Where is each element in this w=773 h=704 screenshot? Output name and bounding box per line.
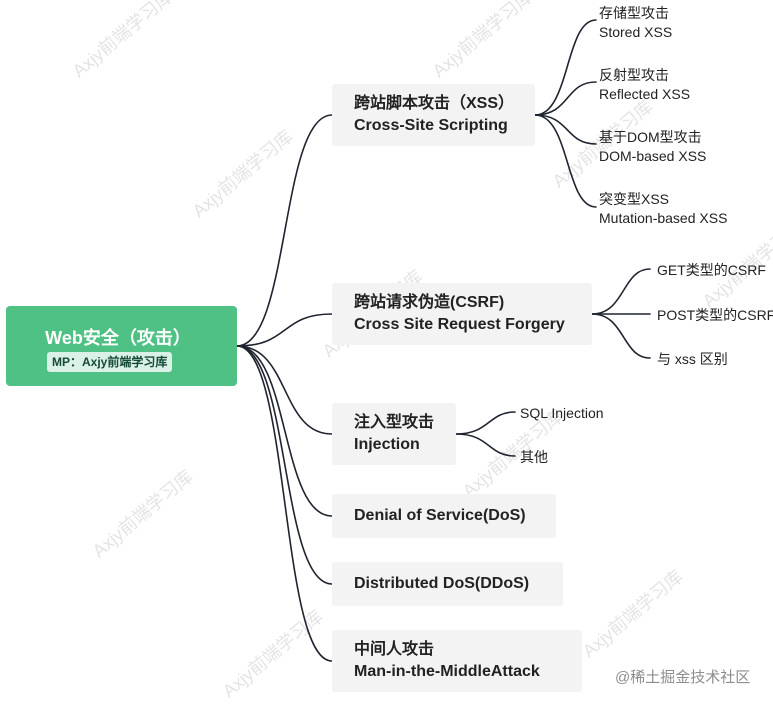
node-ddos-label: Distributed DoS(DDoS) <box>354 575 530 592</box>
connector-xss-stored <box>534 19 597 116</box>
connector-csrf-get <box>591 268 651 315</box>
connector-injection-sql <box>455 411 516 435</box>
connector-root-mitm <box>236 345 333 662</box>
leaf-csrf-vs-xss[interactable]: 与 xss 区别 <box>657 351 728 367</box>
leaf-stored-xss[interactable]: 存储型攻击 Stored XSS <box>599 4 672 42</box>
leaf-reflected-xss-en: Reflected XSS <box>599 86 691 102</box>
node-csrf-cn: 跨站请求伪造(CSRF) <box>354 294 505 311</box>
leaf-other-injection[interactable]: 其他 <box>520 449 548 465</box>
connector-injection-other <box>455 433 516 457</box>
connector-root-csrf <box>236 313 333 347</box>
connector-xss-dom <box>534 114 597 145</box>
leaf-dom-xss-en: DOM-based XSS <box>599 148 707 164</box>
footer-credit: @稀土掘金技术社区 <box>615 669 751 686</box>
node-injection-cn: 注入型攻击 <box>354 414 435 431</box>
node-xss-en: Cross-Site Scripting <box>354 117 508 134</box>
node-mitm-en: Man-in-the-MiddleAttack <box>354 663 540 680</box>
node-dos[interactable]: Denial of Service(DoS) <box>332 494 556 538</box>
connector-root-dos <box>236 345 333 517</box>
node-csrf[interactable]: 跨站请求伪造(CSRF) Cross Site Request Forgery <box>332 283 592 345</box>
leaf-sql-injection[interactable]: SQL Injection <box>520 405 604 421</box>
node-mitm-cn: 中间人攻击 <box>354 641 435 658</box>
connector-xss-mutation <box>534 114 597 208</box>
leaf-dom-xss[interactable]: 基于DOM型攻击 DOM-based XSS <box>599 128 706 166</box>
connector-root-ddos <box>236 345 333 585</box>
root-node[interactable]: Web安全（攻击） <box>6 306 237 386</box>
node-ddos[interactable]: Distributed DoS(DDoS) <box>332 562 563 606</box>
node-xss[interactable]: 跨站脚本攻击（XSS） Cross-Site Scripting <box>332 84 535 146</box>
leaf-mutation-xss-cn: 突变型XSS <box>599 191 670 207</box>
node-csrf-en: Cross Site Request Forgery <box>354 316 565 333</box>
node-injection[interactable]: 注入型攻击 Injection <box>332 403 456 465</box>
leaf-post-csrf[interactable]: POST类型的CSRF <box>657 307 773 323</box>
leaf-reflected-xss[interactable]: 反射型攻击 Reflected XSS <box>599 66 690 104</box>
connector-root-xss <box>236 114 333 347</box>
leaf-stored-xss-cn: 存储型攻击 <box>599 5 669 21</box>
node-injection-en: Injection <box>354 436 420 453</box>
node-dos-label: Denial of Service(DoS) <box>354 507 526 524</box>
leaf-dom-xss-cn: 基于DOM型攻击 <box>599 129 702 145</box>
connector-xss-reflected <box>534 81 597 116</box>
leaf-get-csrf[interactable]: GET类型的CSRF <box>657 262 766 278</box>
node-xss-cn: 跨站脚本攻击（XSS） <box>354 95 515 112</box>
connector-root-injection <box>236 345 333 435</box>
leaf-reflected-xss-cn: 反射型攻击 <box>599 67 669 83</box>
connector-csrf-diff <box>591 313 651 359</box>
leaf-mutation-xss-en: Mutation-based XSS <box>599 210 728 226</box>
leaf-stored-xss-en: Stored XSS <box>599 24 673 40</box>
root-tag: MP：Axjy前端学习库 <box>47 352 173 372</box>
root-title: Web安全（攻击） <box>45 328 191 348</box>
leaf-mutation-xss[interactable]: 突变型XSS Mutation-based XSS <box>599 190 727 228</box>
node-mitm[interactable]: 中间人攻击 Man-in-the-MiddleAttack <box>332 630 582 692</box>
